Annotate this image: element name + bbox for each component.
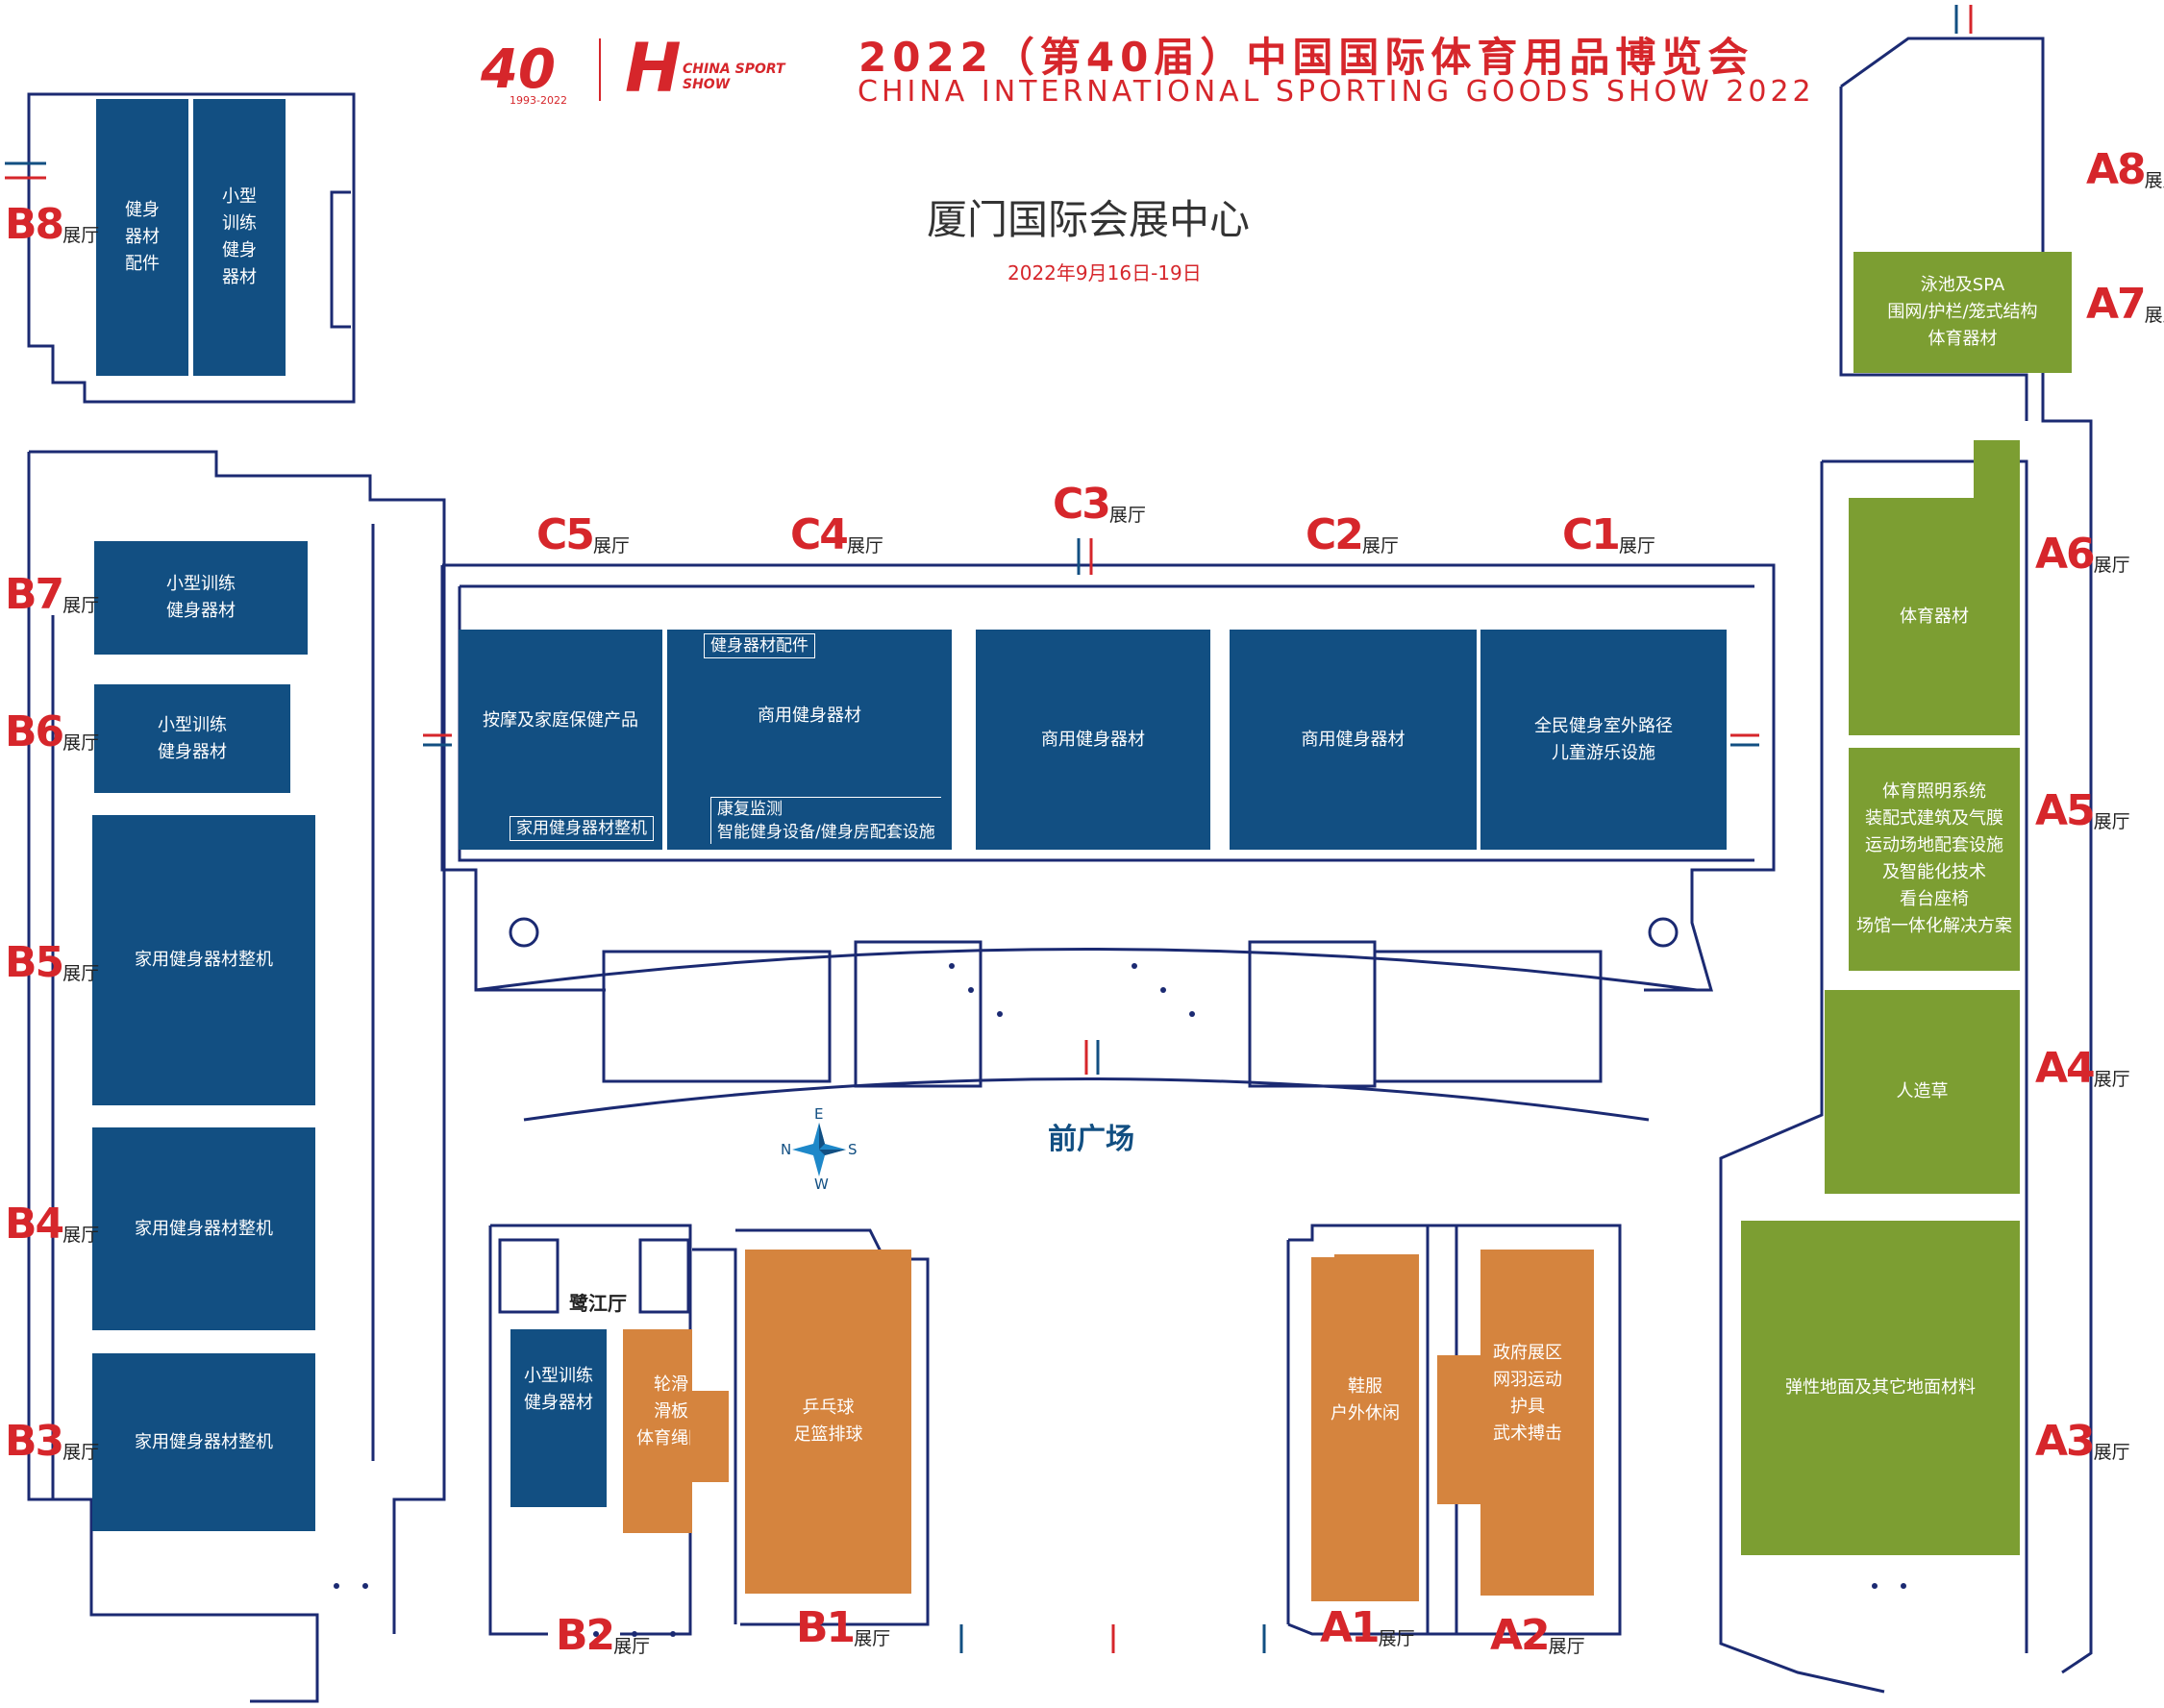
zone-c4-label: 商用健身器材: [758, 705, 861, 726]
zone-c5-label: 按摩及家庭保健产品: [483, 709, 638, 730]
hall-label-a8: A8展厅: [2086, 145, 2164, 194]
zone-b8-right-label: 小型 训练 健身 器材: [222, 186, 257, 287]
zone-b5-label: 家用健身器材整机: [135, 950, 273, 970]
zone-b1[interactable]: 乒乓球 足篮排球: [745, 1250, 911, 1594]
zone-a1-label: 鞋服 户外休闲: [1331, 1376, 1400, 1423]
zone-c2-label: 商用健身器材: [1301, 729, 1405, 750]
zone-c1[interactable]: 全民健身室外路径 儿童游乐设施: [1480, 630, 1727, 850]
zone-b2-orange-label: 轮滑 滑板 体育绳网: [636, 1374, 706, 1448]
zone-a6-label: 体育器材: [1900, 606, 1969, 627]
header-divider: [599, 38, 601, 101]
zone-a5[interactable]: 体育照明系统 装配式建筑及气膜 运动场地配套设施 及智能化技术 看台座椅 场馆一…: [1849, 748, 2020, 971]
compass-rose: [792, 1123, 846, 1176]
hall-label-a7: A7展厅: [2086, 280, 2164, 329]
zone-a7[interactable]: 泳池及SPA 围网/护栏/笼式结构 体育器材: [1853, 252, 2072, 373]
zone-c4-sub-bottom: 康复监测 智能健身设备/健身房配套设施: [710, 797, 941, 844]
compass-e: E: [814, 1105, 824, 1123]
zone-b2-orange-ext: [690, 1391, 729, 1482]
zone-b8-left[interactable]: 健身 器材 配件: [96, 99, 188, 376]
zone-a4-label: 人造草: [1896, 1081, 1949, 1102]
zone-a3-label: 弹性地面及其它地面材料: [1785, 1377, 1976, 1398]
anniversary-years: 1993-2022: [510, 94, 567, 107]
title-cn: 2022（第40届）中国国际体育用品博览会: [858, 34, 1754, 81]
zone-c4[interactable]: 商用健身器材 健身器材配件 康复监测 智能健身设备/健身房配套设施: [667, 630, 952, 850]
zone-a3[interactable]: 弹性地面及其它地面材料: [1741, 1221, 2020, 1555]
plaza-arc: [523, 1077, 1650, 1122]
zone-c3[interactable]: 商用健身器材: [976, 630, 1210, 850]
zone-c2[interactable]: 商用健身器材: [1230, 630, 1477, 850]
zone-a2[interactable]: 政府展区 网羽运动 护具 武术搏击: [1480, 1250, 1594, 1596]
china-sport-show-logo: H CHINA SPORT SHOW: [625, 35, 836, 104]
zone-c5-sub: 家用健身器材整机: [510, 816, 654, 841]
anniversary-logo: 40 1993-2022: [481, 38, 567, 107]
zone-b3[interactable]: 家用健身器材整机: [92, 1353, 315, 1531]
zone-b5[interactable]: 家用健身器材整机: [92, 815, 315, 1105]
zone-b1-label: 乒乓球 足篮排球: [793, 1398, 863, 1445]
zone-b4[interactable]: 家用健身器材整机: [92, 1127, 315, 1330]
zone-a6-notch: [1974, 440, 2020, 500]
zone-b6-label: 小型训练 健身器材: [158, 714, 227, 762]
wall-west: [27, 452, 319, 1703]
wall-a1a2: [1287, 1224, 1622, 1636]
title-en: CHINA INTERNATIONAL SPORTING GOODS SHOW …: [858, 75, 1815, 109]
zone-c1-label: 全民健身室外路径 儿童游乐设施: [1534, 715, 1673, 763]
zone-a1[interactable]: 鞋服 户外休闲: [1311, 1257, 1419, 1601]
zone-a2-label: 政府展区 网羽运动 护具 武术搏击: [1493, 1343, 1562, 1444]
venue-name: 厦门国际会展中心: [927, 196, 1251, 243]
zone-a7-label: 泳池及SPA 围网/护栏/笼式结构 体育器材: [1887, 275, 2038, 349]
zone-b8-left-label: 健身 器材 配件: [125, 200, 160, 274]
lujiang-hall-label: 鹭江厅: [569, 1292, 627, 1315]
front-plaza-label: 前广场: [1048, 1123, 1134, 1156]
zone-a5-label: 体育照明系统 装配式建筑及气膜 运动场地配套设施 及智能化技术 看台座椅 场馆一…: [1856, 781, 2012, 936]
zone-a4[interactable]: 人造草: [1825, 990, 2020, 1194]
zone-b7[interactable]: 小型训练 健身器材: [94, 541, 308, 655]
zone-a2-ext: [1437, 1355, 1485, 1504]
zone-c4-sub-top: 健身器材配件: [704, 633, 815, 658]
compass-n: N: [781, 1141, 792, 1158]
zone-b4-label: 家用健身器材整机: [135, 1218, 273, 1239]
wall-b8: [27, 92, 356, 404]
zone-b7-label: 小型训练 健身器材: [166, 574, 236, 621]
zone-b2-blue[interactable]: 小型训练 健身器材: [510, 1329, 607, 1507]
exhibition-dates: 2022年9月16日-19日: [1007, 261, 1202, 285]
zone-b3-label: 家用健身器材整机: [135, 1431, 273, 1452]
compass-s: S: [848, 1141, 858, 1158]
wall-east: [1840, 37, 2093, 1674]
wall-c-halls: [442, 563, 1776, 992]
zone-b2-orange[interactable]: 轮滑 滑板 体育绳网: [623, 1329, 706, 1533]
zone-b6[interactable]: 小型训练 健身器材: [94, 684, 290, 793]
zone-a1-top: [1334, 1254, 1419, 1266]
zone-a6[interactable]: 体育器材: [1849, 498, 2020, 735]
zone-c3-label: 商用健身器材: [1041, 729, 1145, 750]
zone-b8-right[interactable]: 小型 训练 健身 器材: [193, 99, 286, 376]
zone-c5[interactable]: 按摩及家庭保健产品 家用健身器材整机: [459, 630, 662, 850]
zone-b2-blue-label: 小型训练 健身器材: [524, 1365, 593, 1413]
logo-text: CHINA SPORT SHOW: [683, 62, 785, 92]
compass-w: W: [814, 1176, 829, 1193]
